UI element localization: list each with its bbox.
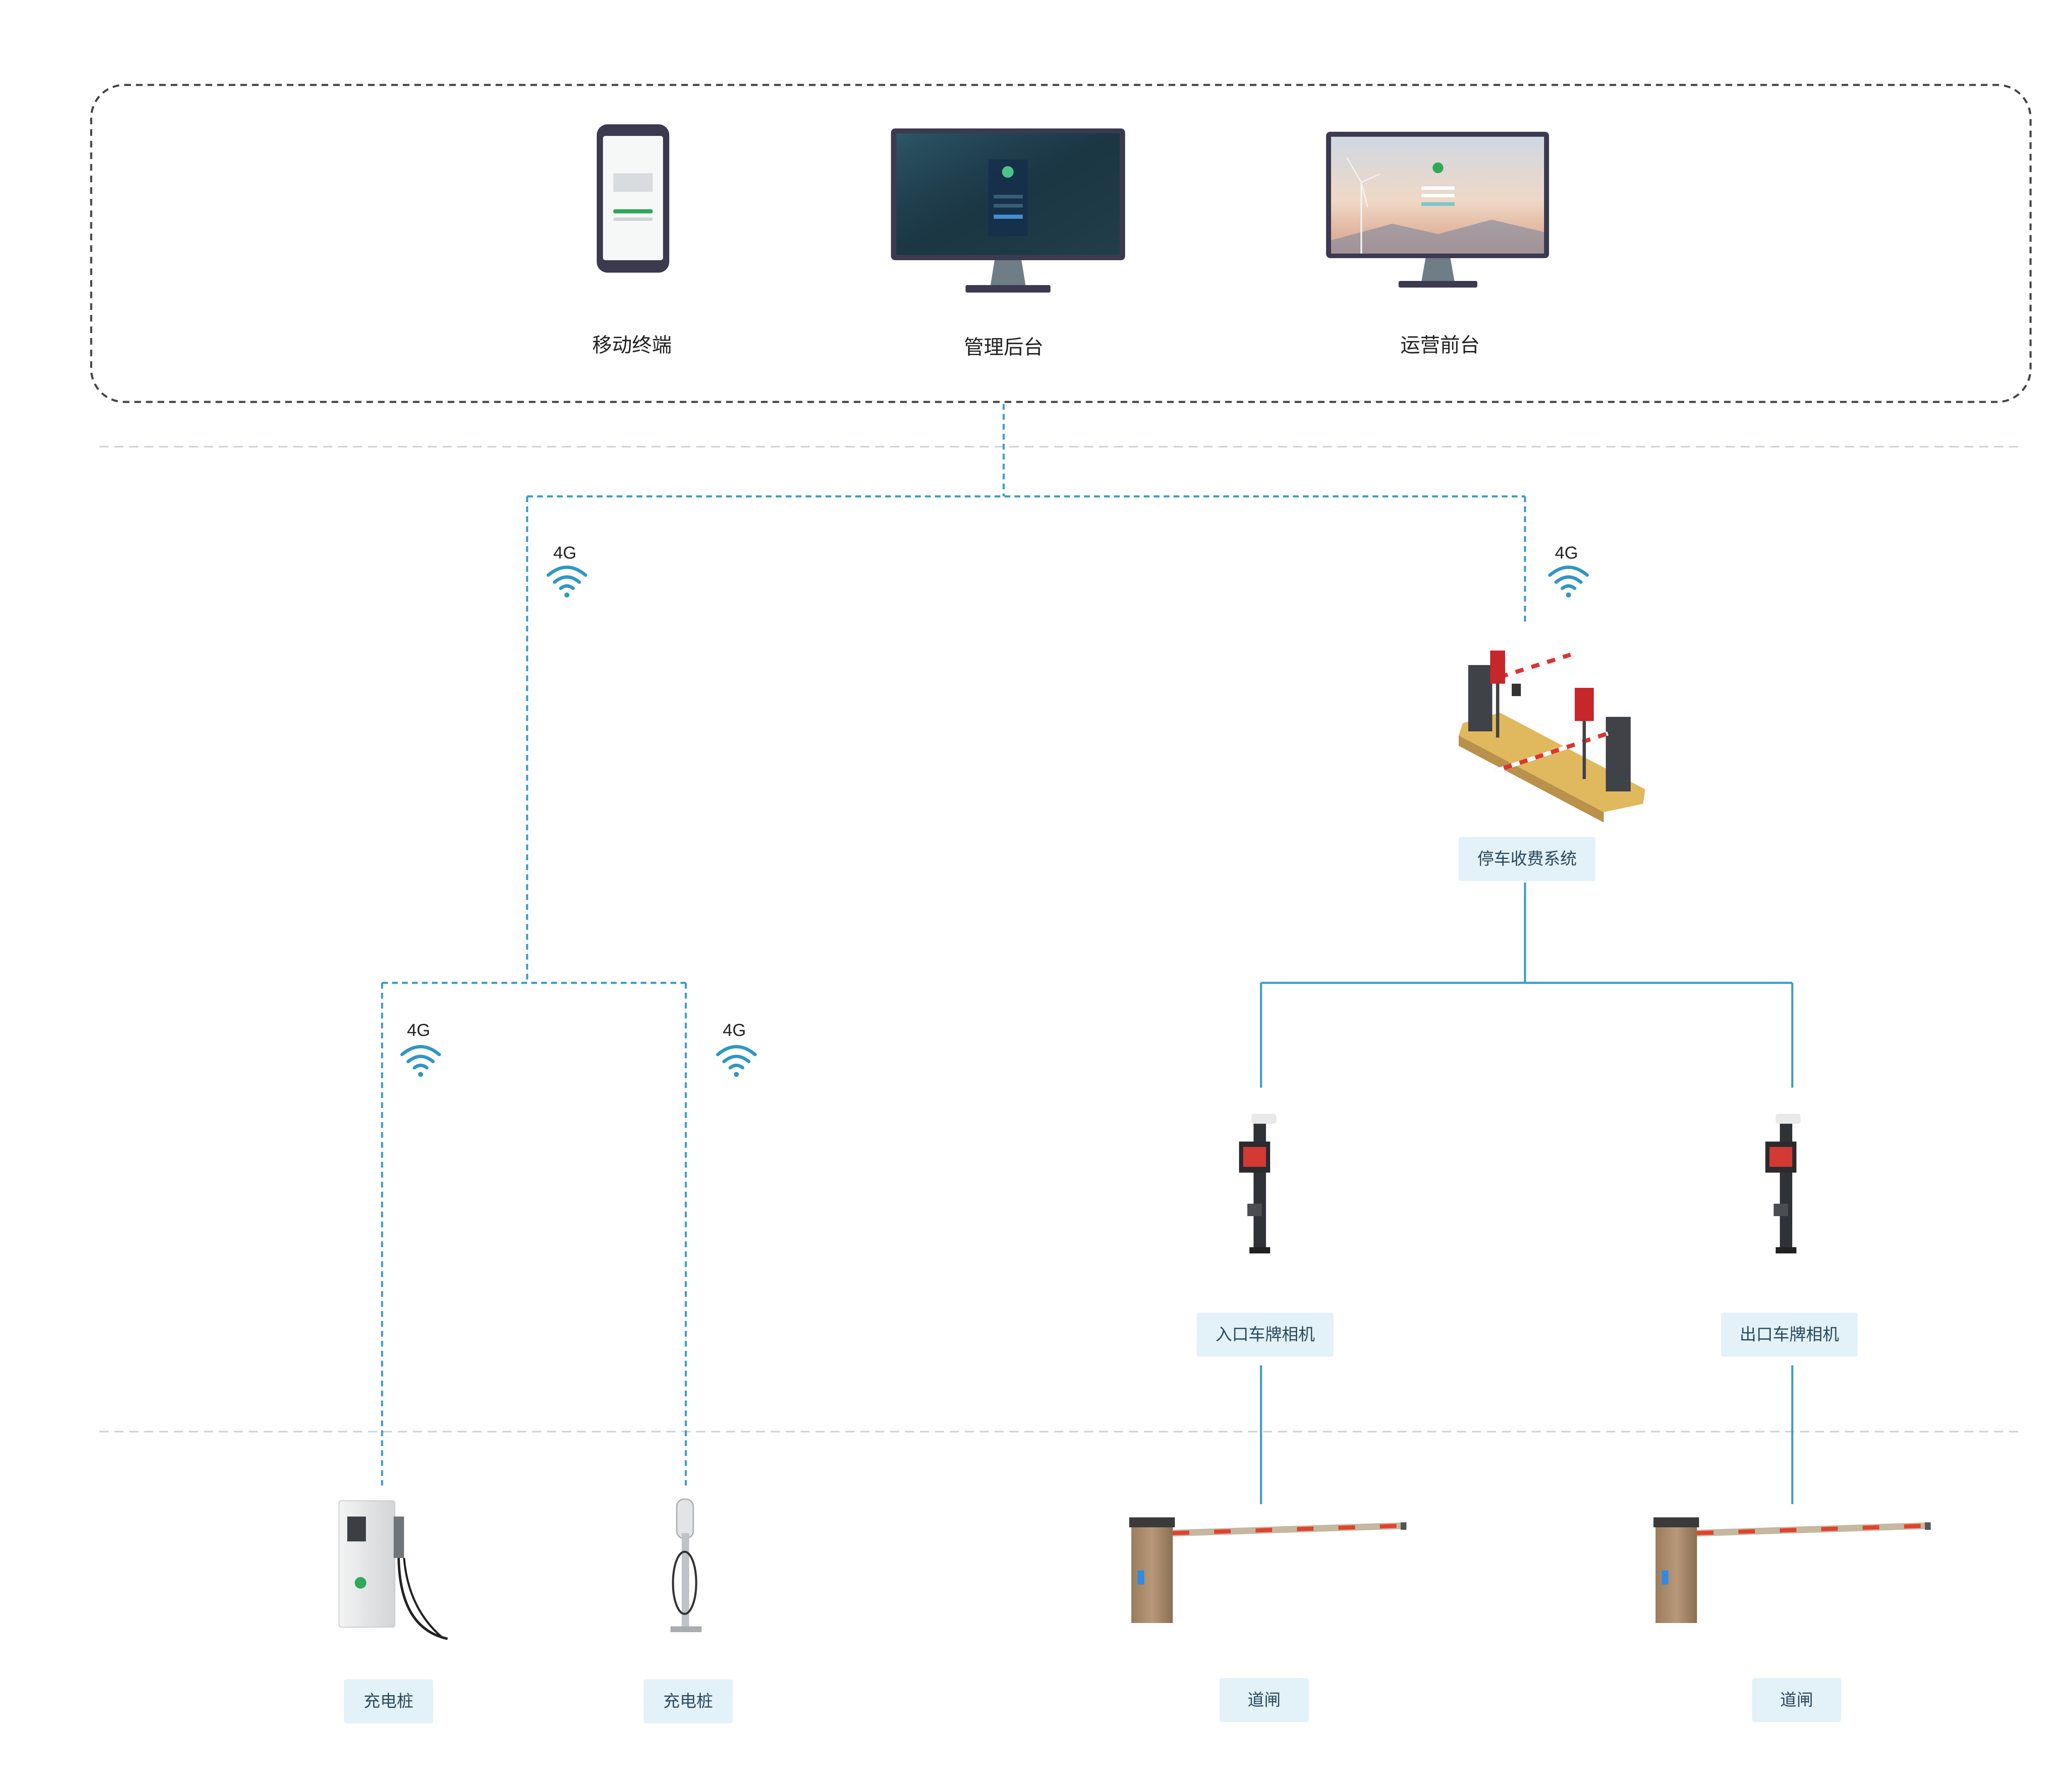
wired-links	[1260, 883, 1794, 1504]
admin-monitor-icon	[891, 128, 1125, 293]
wireless-links	[381, 404, 1526, 1485]
entry-barrier-tag: 道闸	[1220, 1678, 1309, 1722]
ac-charger-icon	[670, 1498, 702, 1632]
admin-backend-label: 管理后台	[963, 336, 1043, 358]
signal-label-left-main: 4G	[553, 543, 577, 562]
exit-camera-tag: 出口车牌相机	[1721, 1313, 1858, 1357]
exit-barrier-icon	[1653, 1517, 1931, 1623]
wifi-icon-left-main	[547, 566, 587, 598]
entry-camera-icon	[1239, 1114, 1276, 1253]
mobile-terminal-label: 移动终端	[592, 334, 672, 356]
entry-camera-tag: 入口车牌相机	[1197, 1313, 1334, 1357]
parking-system-icon	[1459, 651, 1645, 822]
dc-charger-tag: 充电桩	[344, 1679, 433, 1723]
wifi-icon-charger-1	[400, 1045, 441, 1077]
exit-barrier-tag: 道闸	[1752, 1678, 1841, 1722]
signal-label-charger-1: 4G	[407, 1020, 431, 1040]
exit-camera-icon	[1765, 1114, 1801, 1253]
wifi-icon-charger-2	[716, 1045, 757, 1077]
dc-charger-icon	[339, 1500, 448, 1640]
signal-label-charger-2: 4G	[723, 1020, 746, 1040]
ac-charger-tag: 充电桩	[644, 1679, 733, 1723]
phone-icon	[597, 124, 669, 273]
entry-barrier-icon	[1129, 1517, 1406, 1623]
parking-system-tag: 停车收费系统	[1459, 837, 1595, 881]
operations-portal-label: 运营前台	[1400, 334, 1480, 356]
signal-label-right-main: 4G	[1555, 543, 1578, 562]
portal-monitor-icon	[1326, 132, 1549, 288]
wifi-icon-right-main	[1548, 566, 1589, 598]
